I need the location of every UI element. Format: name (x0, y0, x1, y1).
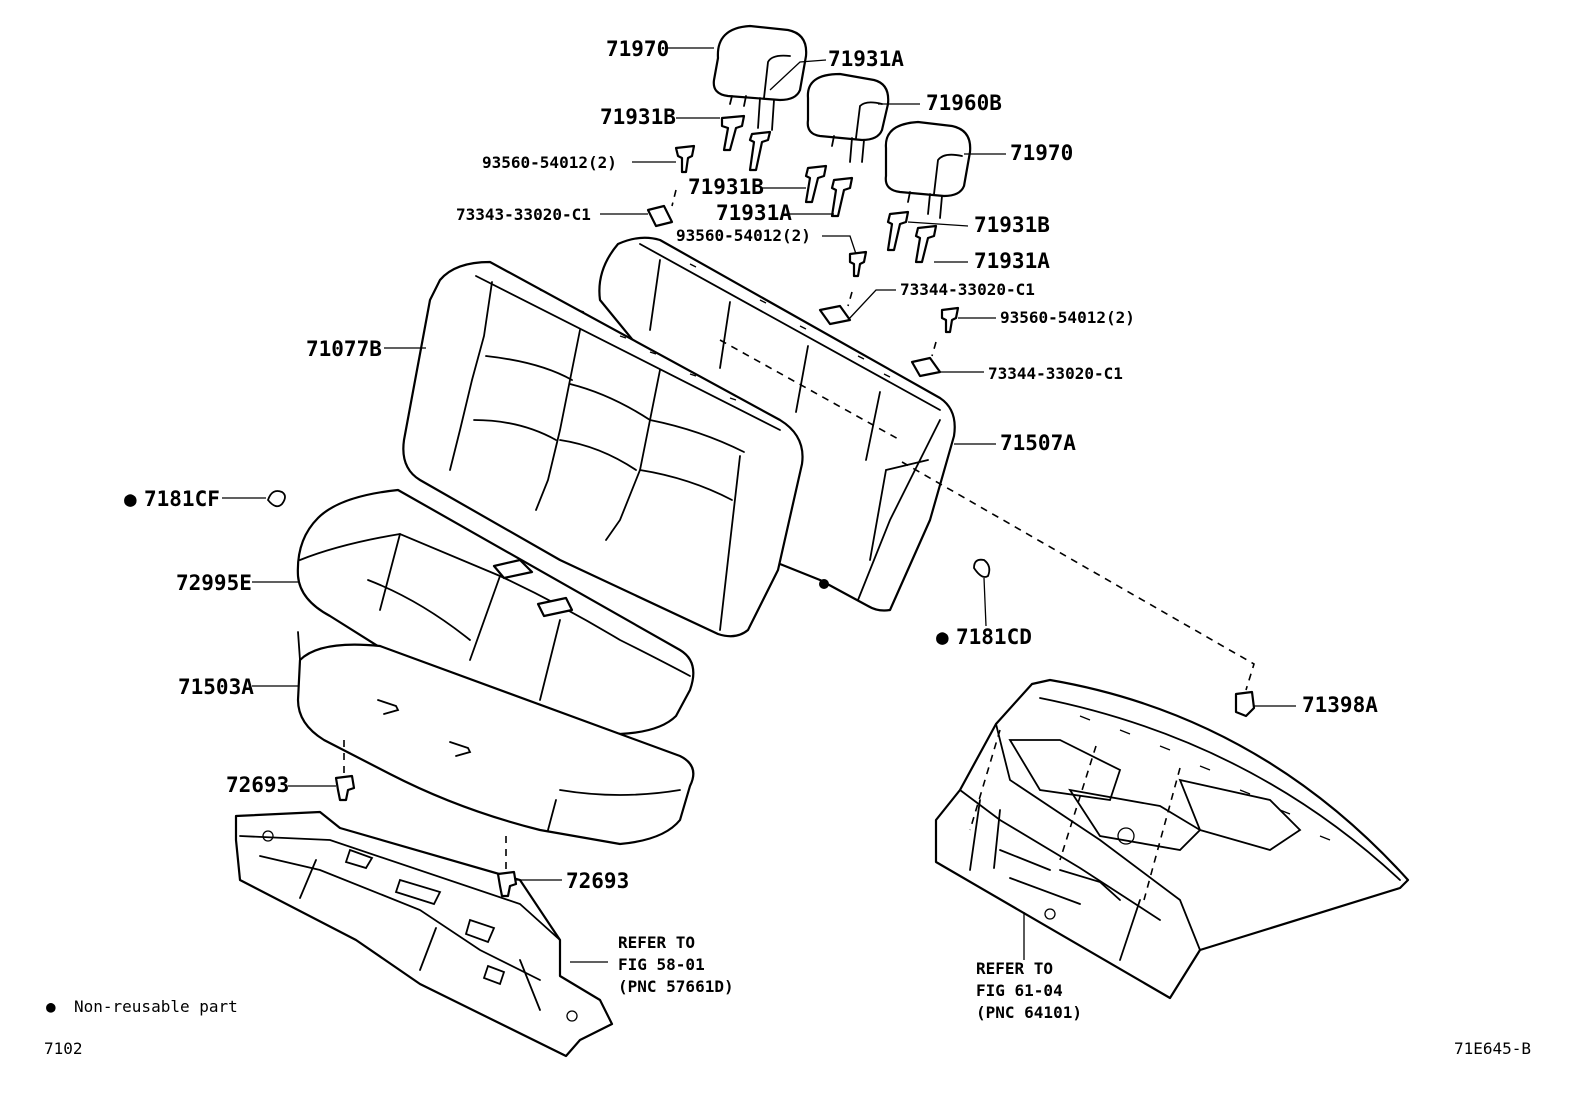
callout-hog-ring-left: 7181CF (144, 487, 220, 511)
bezel-center[interactable] (818, 304, 852, 326)
figure-code: 71E645-B (1454, 1039, 1531, 1058)
callout-screw-right: 93560-54012(2) (1000, 308, 1135, 327)
alignment-line-floor (969, 729, 1181, 901)
callout-lock-striker: 71398A (1302, 693, 1378, 717)
callout-cushion-cover: 72995E (176, 571, 252, 595)
support-a-center[interactable] (830, 176, 854, 218)
seat-cushion-pad[interactable] (296, 631, 695, 846)
rear-floor-panel (934, 678, 1410, 1000)
callout-screw-left: 93560-54012(2) (482, 153, 617, 172)
callout-support-a-center: 71931A (716, 201, 792, 225)
callout-bezel-center: 73344-33020-C1 (900, 280, 1035, 299)
bezel-left[interactable] (646, 204, 674, 228)
legend: ● Non-reusable part (46, 997, 238, 1016)
callout-hog-ring-right: 7181CD (956, 625, 1032, 649)
callout-hog-ring-right-bullet: ● (936, 625, 949, 649)
callout-back-cover: 71077B (306, 337, 382, 361)
bezel-right[interactable] (910, 356, 942, 378)
page-code: 7102 (44, 1039, 83, 1058)
callout-headrest-left: 71970 (606, 37, 669, 61)
leader-lines (222, 47, 1296, 963)
reference-floor-rear: REFER TO FIG 61-04 (PNC 64101) (976, 959, 1082, 1022)
lock-striker[interactable] (1234, 690, 1256, 718)
callout-support-a-right: 71931A (974, 249, 1050, 273)
support-b-left[interactable] (720, 114, 746, 152)
reference-floor-rear-line3: (PNC 64101) (976, 1003, 1082, 1022)
callout-support-b-center: 71931B (688, 175, 764, 199)
callout-hog-ring-left-bullet: ● (124, 487, 137, 511)
seat-back-cover[interactable] (402, 260, 804, 638)
callout-clip-lower: 72693 (566, 869, 629, 893)
callout-headrest-center: 71960B (926, 91, 1002, 115)
callout-support-a-top: 71931A (828, 47, 904, 71)
headrest-center[interactable] (806, 72, 890, 163)
support-b-center[interactable] (804, 164, 828, 204)
headrest-left[interactable] (712, 24, 808, 131)
clip-upper[interactable] (334, 740, 356, 802)
callout-bezel-right: 73344-33020-C1 (988, 364, 1123, 383)
alignment-line-back (719, 339, 901, 441)
hog-ring-left[interactable] (266, 490, 286, 508)
screw-left[interactable] (671, 144, 696, 207)
callout-bezel-left: 73343-33020-C1 (456, 205, 591, 224)
alignment-line-striker (901, 461, 1255, 691)
reference-floor-front-line1: REFER TO (618, 933, 695, 952)
support-a-right[interactable] (914, 224, 938, 264)
front-floor-crossmember (234, 810, 614, 1058)
callout-support-b-right: 71931B (974, 213, 1050, 237)
callout-screw-center: 93560-54012(2) (676, 226, 811, 245)
callout-clip-upper: 72693 (226, 773, 289, 797)
callout-support-b-left: 71931B (600, 105, 676, 129)
reference-floor-front: REFER TO FIG 58-01 (PNC 57661D) (618, 933, 734, 996)
callout-cushion-pad: 71503A (178, 675, 254, 699)
callout-back-frame: 71507A (1000, 431, 1076, 455)
hog-ring-right[interactable] (973, 558, 991, 578)
screw-right[interactable] (931, 306, 960, 357)
reference-floor-front-line3: (PNC 57661D) (618, 977, 734, 996)
clip-lower[interactable] (496, 836, 518, 898)
screw-center[interactable] (847, 250, 868, 307)
legend-non-reusable: Non-reusable part (74, 997, 238, 1016)
legend-bullet: ● (46, 997, 56, 1016)
support-b-right[interactable] (886, 210, 910, 252)
reference-floor-rear-line2: FIG 61-04 (976, 981, 1063, 1000)
reference-floor-rear-line1: REFER TO (976, 959, 1053, 978)
support-a-left[interactable] (748, 130, 772, 172)
headrest-right[interactable] (884, 120, 972, 219)
callout-headrest-right: 71970 (1010, 141, 1073, 165)
reference-floor-front-line2: FIG 58-01 (618, 955, 705, 974)
